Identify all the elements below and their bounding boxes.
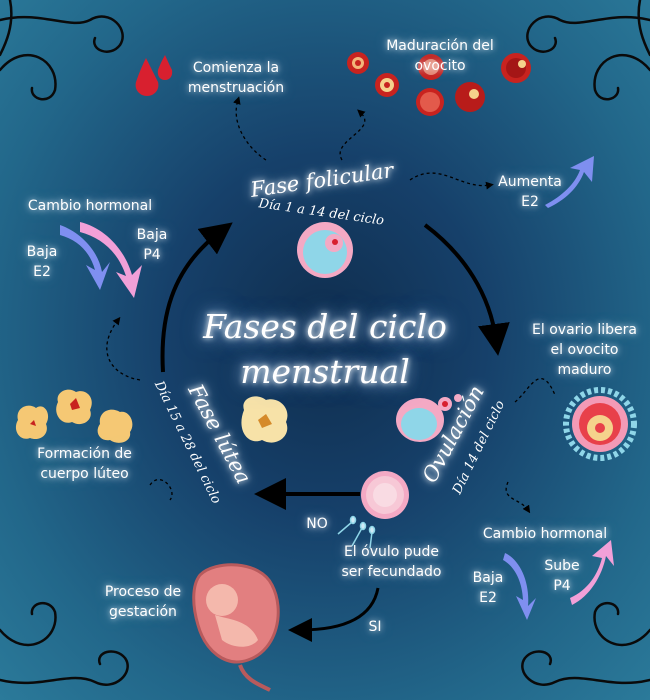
- note-libera-line2: el ovocito: [550, 342, 619, 358]
- page-title-line2: menstrual: [240, 352, 410, 391]
- note-cambio-der-b1: Sube: [544, 558, 580, 574]
- note-fecundado-line2: ser fecundado: [341, 564, 442, 580]
- note-cambio-izq-e2: Baja E2: [22, 242, 62, 282]
- cuerpo-luteo-icon: [15, 389, 288, 443]
- ovulo-fecundado-icon: [337, 471, 409, 549]
- arrow-si: [288, 587, 380, 642]
- dashed-link-libera: [514, 378, 556, 403]
- cycle-arrow-folicular-to-ovulacion: [423, 223, 510, 356]
- dashed-link-cuerpo: [149, 478, 173, 501]
- note-libera-line3: maduro: [557, 362, 612, 378]
- note-cambio-der-title: Cambio hormonal: [482, 526, 608, 542]
- gestacion-icon: [192, 563, 280, 692]
- note-cambio-der-b2: P4: [553, 578, 571, 594]
- note-cambio-der-p4: Sube P4: [542, 556, 582, 596]
- note-cambio-der-e2: Baja E2: [468, 568, 508, 608]
- label-si: SI: [368, 619, 382, 635]
- note-gestacion-line2: gestación: [109, 604, 177, 620]
- note-libera: El ovario libera el ovocito maduro: [522, 320, 647, 380]
- note-menstruacion: Comienza la menstruación: [176, 58, 296, 98]
- note-cambio-der-a1: Baja: [472, 570, 504, 586]
- note-cuerpo-luteo-line1: Formación de: [37, 446, 132, 462]
- note-cambio-izq-title: Cambio hormonal: [27, 198, 153, 214]
- note-aumenta-line2: E2: [521, 194, 539, 210]
- note-aumenta: Aumenta E2: [490, 172, 570, 212]
- dashed-link-cambio-der: [505, 481, 531, 514]
- pink-arrow-left-p4: [80, 222, 142, 298]
- pink-arrow-right-p4: [570, 540, 614, 605]
- blue-arrow-right-e2: [503, 553, 536, 620]
- note-fecundado: El óvulo pude ser fecundado: [334, 542, 449, 582]
- note-maduracion-line1: Maduración del: [386, 38, 494, 54]
- note-aumenta-line1: Aumenta: [498, 174, 562, 190]
- ovulacion-icon: [396, 394, 462, 442]
- note-cambio-der-a2: E2: [479, 590, 497, 606]
- note-cambio-izq-b1: Baja: [136, 227, 168, 243]
- ovocito-maduracion-icon: [347, 52, 531, 116]
- note-cuerpo-luteo: Formación de cuerpo lúteo: [22, 444, 147, 484]
- cycle-arrow-lutea-to-folicular: [160, 222, 233, 373]
- note-cuerpo-luteo-line2: cuerpo lúteo: [40, 466, 129, 482]
- blood-drop-icon: [135, 55, 173, 96]
- dashed-link-maduracion: [339, 109, 366, 161]
- note-libera-line1: El ovario libera: [532, 322, 637, 338]
- note-cambio-izq-p4: Baja P4: [132, 225, 172, 265]
- note-fecundado-line1: El óvulo pude: [343, 544, 440, 560]
- blue-arrow-left-e2: [60, 225, 110, 290]
- note-gestacion-line1: Proceso de: [104, 584, 182, 600]
- note-menstruacion-line1: Comienza la: [192, 60, 280, 76]
- note-maduracion: Maduración del ovocito: [375, 36, 505, 76]
- note-maduracion-line2: ovocito: [414, 58, 466, 74]
- ovario-maduro-icon: [563, 387, 637, 461]
- note-gestacion: Proceso de gestación: [88, 582, 198, 622]
- note-menstruacion-line2: menstruación: [187, 80, 285, 96]
- note-cambio-izq-a2: E2: [33, 264, 51, 280]
- note-cambio-izq-b2: P4: [143, 247, 161, 263]
- dashed-link-aumenta: [409, 172, 494, 190]
- blue-arrow-aumenta-e2: [545, 156, 594, 208]
- dashed-link-cambio-izq: [106, 316, 141, 381]
- foliculo-icon: [297, 222, 353, 278]
- note-cambio-izq-a1: Baja: [26, 244, 58, 260]
- page-title: Fases del ciclo: [203, 307, 447, 346]
- label-no: NO: [306, 516, 328, 532]
